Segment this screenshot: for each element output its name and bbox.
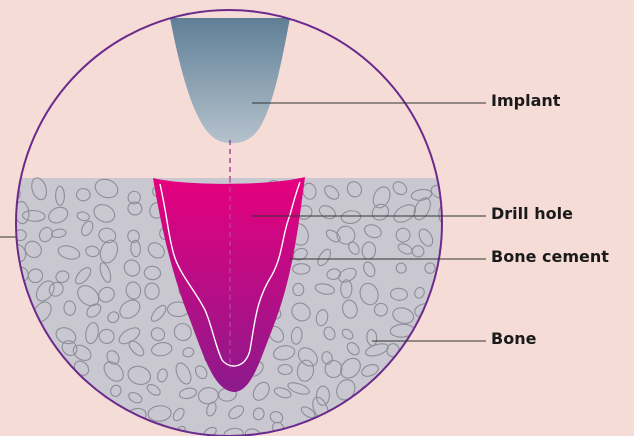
- bone-pebble: [416, 386, 438, 409]
- bone-pebble: [437, 279, 462, 301]
- bone-pebble: [2, 305, 24, 325]
- bone-pebble: [32, 361, 59, 384]
- bone-pebble: [13, 361, 29, 385]
- bone-pebble: [418, 424, 435, 436]
- bone-pebble: [317, 429, 332, 436]
- bone-pebble: [339, 421, 362, 436]
- bone-pebble: [34, 383, 54, 404]
- bone-pebble: [12, 386, 31, 406]
- bone-pebble: [58, 408, 71, 424]
- bone-pebble: [98, 418, 111, 436]
- bone-pebble: [28, 341, 46, 358]
- bone-pebble: [440, 322, 465, 348]
- bone-cement-label: Bone cement: [491, 247, 609, 267]
- bone-pebble: [439, 377, 463, 399]
- bone-pebble: [53, 380, 72, 397]
- bone-pebble: [302, 432, 314, 436]
- bone-pebble: [440, 261, 457, 277]
- bone-pebble: [368, 407, 384, 423]
- bone-pebble: [397, 388, 408, 406]
- bone-pebble: [415, 346, 427, 364]
- bone-pebble: [366, 423, 378, 434]
- bone-pebble: [4, 277, 26, 300]
- bone-pebble: [413, 358, 438, 381]
- bone-pebble: [434, 400, 450, 419]
- bone-pebble: [392, 365, 412, 384]
- drill-hole-label: Drill hole: [491, 204, 573, 224]
- bone-pebble: [10, 427, 34, 436]
- bone-pebble: [84, 407, 99, 424]
- bone-pebble: [33, 409, 52, 426]
- bone-pebble: [84, 421, 99, 436]
- bone-label: Bone: [491, 329, 536, 349]
- bone-pebble: [432, 422, 451, 436]
- bone-pebble: [435, 365, 456, 387]
- bone-pebble: [7, 408, 24, 425]
- bone-pebble: [31, 429, 46, 436]
- bone-pebble: [122, 427, 138, 436]
- bone-pebble: [386, 422, 406, 436]
- bone-pebble: [417, 403, 431, 417]
- bone-pebble: [443, 309, 457, 325]
- bone-pebble: [6, 340, 26, 360]
- bone-pebble: [418, 320, 440, 338]
- bone-pebble: [379, 396, 407, 422]
- implant-label: Implant: [491, 91, 560, 111]
- bone-pebble: [54, 421, 78, 436]
- bone-pebble: [3, 325, 22, 343]
